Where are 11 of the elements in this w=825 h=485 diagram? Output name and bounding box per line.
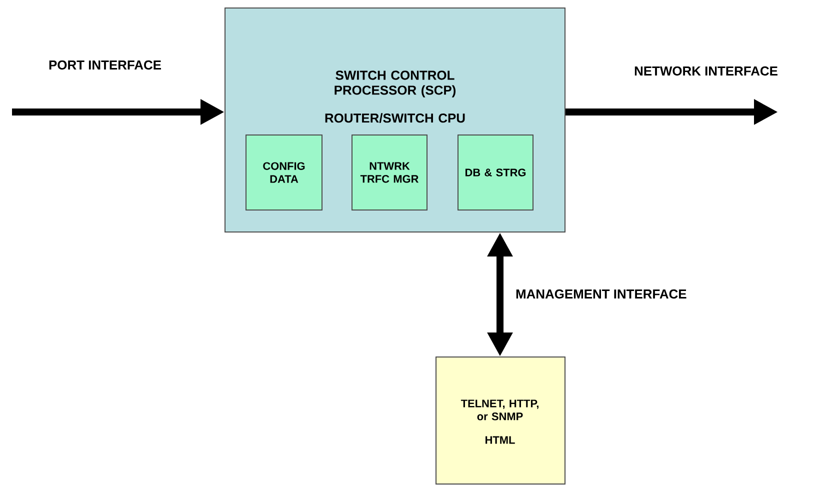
module-box: NTWRK TRFC MGR [352,134,428,210]
module-box: CONFIG DATA [246,134,322,210]
box-text: TELNET, HTTP, or SNMP [460,400,538,420]
title-text: SWITCH CONTROL PROCESSOR (SCP) [334,70,456,98]
edge-label: MANAGEMENT INTERFACE [516,289,686,299]
edge-label: PORT INTERFACE [49,60,161,70]
edge-label: NETWORK INTERFACE [634,66,778,76]
title-text: ROUTER/SWITCH CPU [325,113,465,123]
box-text: HTML [486,436,515,444]
module-box: DB & STRG [458,134,534,210]
interface-box [436,356,566,484]
